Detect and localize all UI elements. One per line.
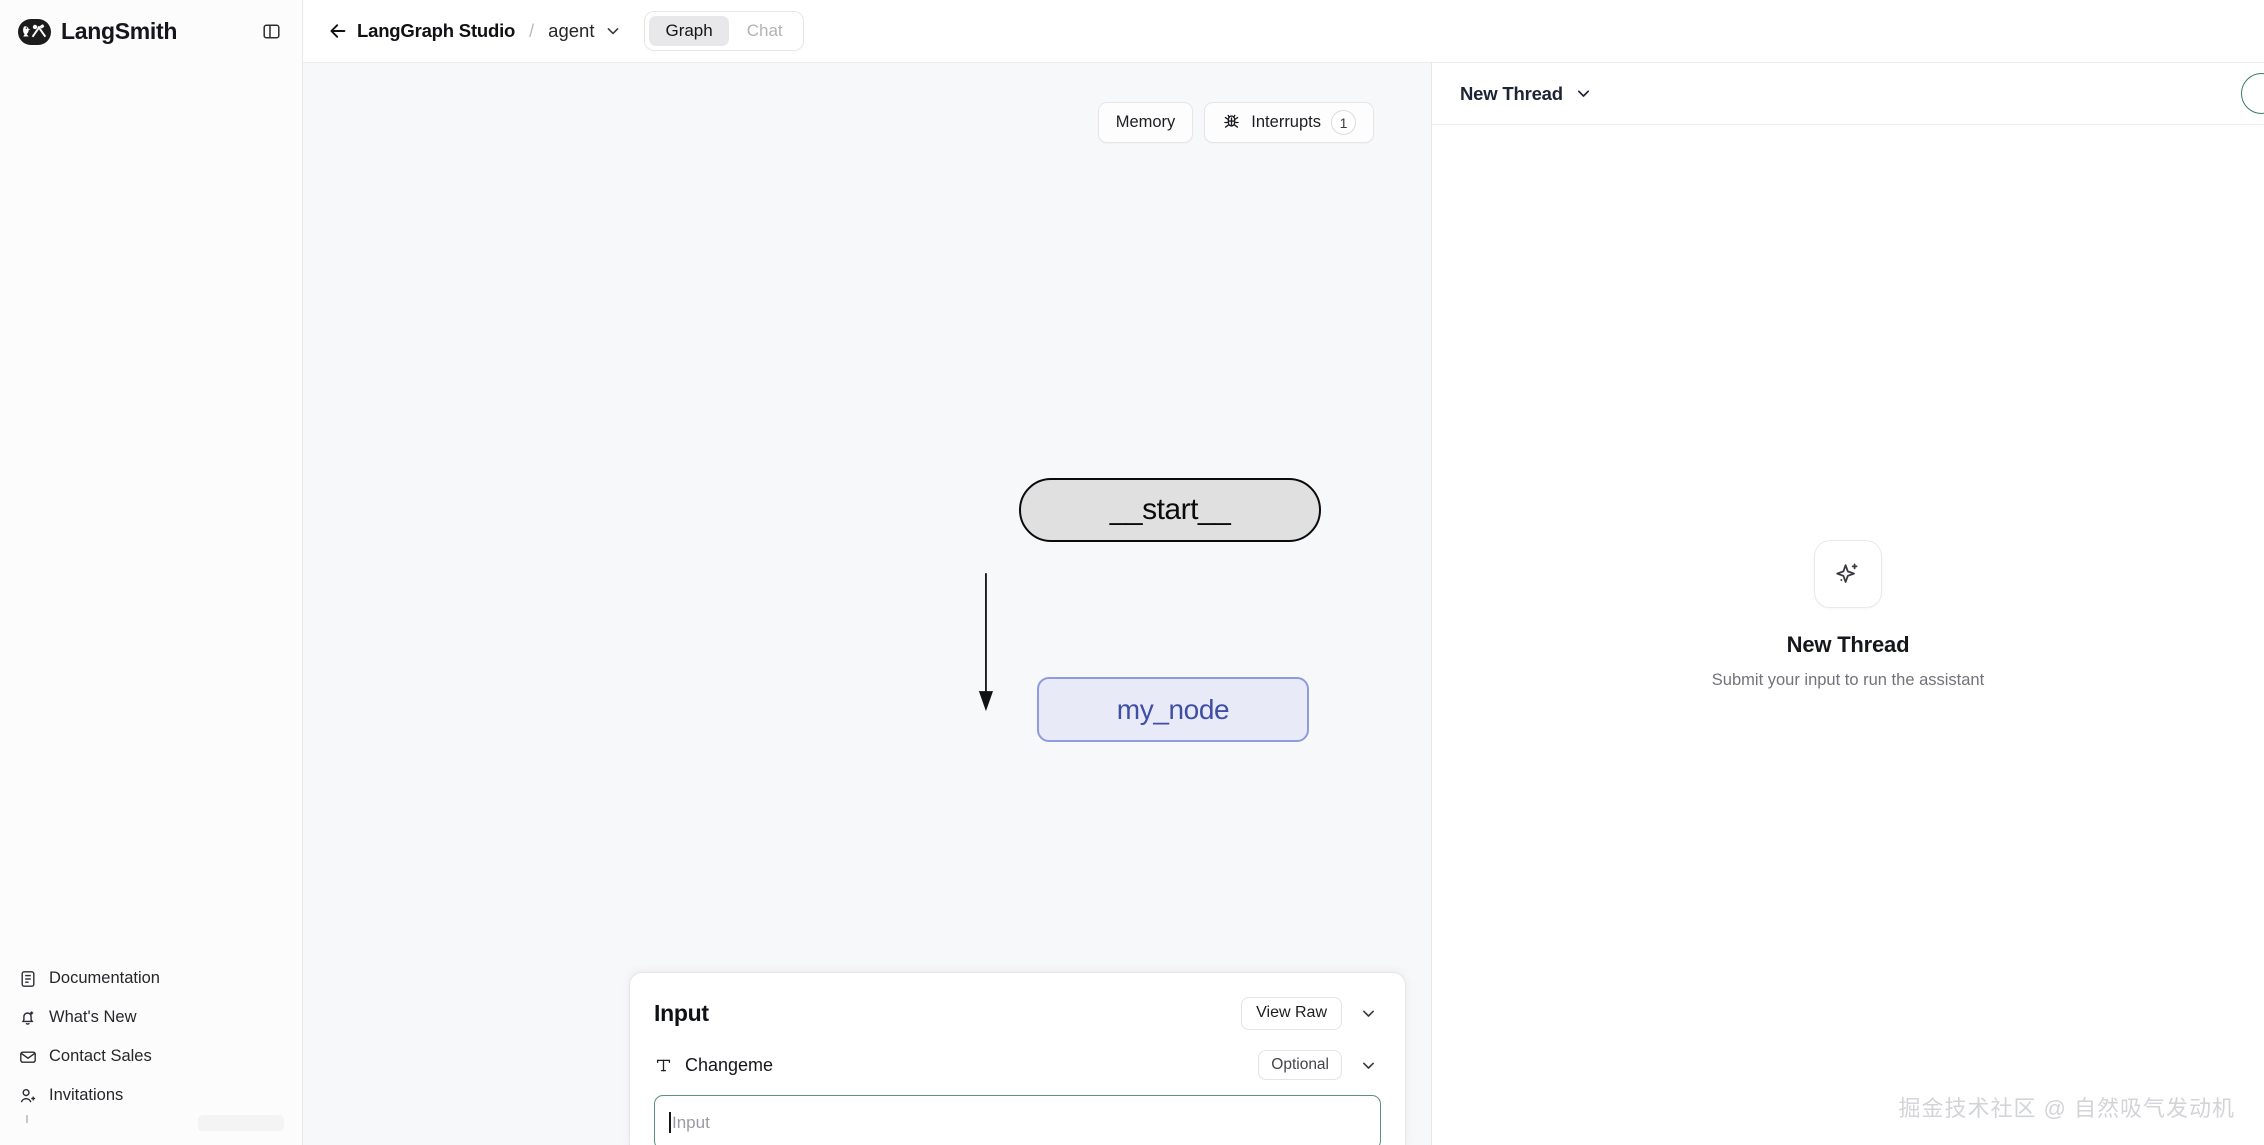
sidebar-header: LangSmith <box>0 0 302 63</box>
sidebar-item-documentation[interactable]: Documentation <box>0 959 302 998</box>
graph-toolbar: Memory <box>1097 102 1374 143</box>
document-icon <box>18 969 37 988</box>
sparkles-icon <box>1814 540 1882 608</box>
langsmith-logo <box>18 18 51 45</box>
memory-button[interactable]: Memory <box>1097 102 1194 143</box>
tab-graph[interactable]: Graph <box>649 16 729 46</box>
interrupts-button[interactable]: Interrupts 1 <box>1204 102 1374 143</box>
input-field-chevron-down-icon[interactable] <box>1355 1052 1381 1078</box>
bug-icon <box>1222 113 1241 132</box>
breadcrumb-langgraph-studio[interactable]: LangGraph Studio <box>357 20 516 41</box>
sidebar-spacer <box>0 63 302 959</box>
sidebar-item-label: Documentation <box>49 969 160 987</box>
thread-empty-title: New Thread <box>1786 632 1910 657</box>
sidebar-item-whats-new[interactable]: What's New <box>0 998 302 1037</box>
thread-pane: New Thread <box>1432 63 2264 1145</box>
thread-empty-subtitle: Submit your input to run the assistant <box>1711 671 1985 689</box>
text-type-icon <box>654 1056 673 1075</box>
thread-action-circle-button[interactable] <box>2241 73 2264 114</box>
bell-plus-icon <box>18 1008 37 1027</box>
interrupts-button-label: Interrupts <box>1251 113 1321 131</box>
content-row: Memory <box>303 63 2264 1145</box>
input-field-label-group: Changeme <box>654 1055 773 1076</box>
breadcrumb-separator: / <box>529 20 535 41</box>
partial-icon <box>18 1115 37 1131</box>
memory-button-label: Memory <box>1115 113 1176 131</box>
sidebar-item-label: Invitations <box>49 1086 124 1104</box>
view-mode-tabs: Graph Chat <box>644 11 804 51</box>
topbar: LangGraph Studio / agent Graph Chat <box>303 0 2264 63</box>
input-field-header: Changeme Optional <box>654 1045 1381 1085</box>
graph-node-start[interactable]: __start__ <box>1019 478 1321 542</box>
changeme-input-placeholder: Input <box>672 1112 710 1132</box>
panel-collapse-icon[interactable] <box>256 17 286 47</box>
sidebar-footer-nav: Documentation What's New <box>0 959 302 1145</box>
input-panel-title: Input <box>654 999 709 1026</box>
envelope-icon <box>18 1047 37 1066</box>
input-panel-actions: View Raw <box>1241 996 1381 1030</box>
optional-badge[interactable]: Optional <box>1258 1050 1342 1080</box>
input-field-label: Changeme <box>685 1054 774 1075</box>
input-field-actions: Optional <box>1258 1050 1381 1080</box>
thread-selector-label: New Thread <box>1460 82 1563 104</box>
sidebar-item-contact-sales[interactable]: Contact Sales <box>0 1037 302 1076</box>
sidebar-item-partial[interactable] <box>0 1115 302 1131</box>
brand-name: LangSmith <box>61 18 178 44</box>
sidebar-item-label: Contact Sales <box>49 1047 152 1065</box>
partial-chip <box>198 1115 284 1131</box>
tab-chat[interactable]: Chat <box>746 21 783 40</box>
text-cursor <box>669 1112 671 1133</box>
arrow-left-icon[interactable] <box>325 18 351 44</box>
input-panel-header: Input View Raw <box>654 995 1381 1031</box>
sidebar-item-label: What's New <box>49 1008 137 1026</box>
sidebar-item-invitations[interactable]: Invitations <box>0 1076 302 1115</box>
sidebar: LangSmith Documentatio <box>0 0 303 1145</box>
changeme-input[interactable]: Input <box>654 1095 1381 1145</box>
thread-empty-state: New Thread Submit your input to run the … <box>1432 125 2264 1145</box>
interrupts-count-badge: 1 <box>1331 110 1356 135</box>
thread-toolbar: New Thread <box>1432 63 2264 125</box>
thread-selector[interactable]: New Thread <box>1460 83 1593 105</box>
graph-node-my-node[interactable]: my_node <box>1037 677 1309 742</box>
chevron-down-icon[interactable] <box>604 22 622 40</box>
user-plus-icon <box>18 1086 37 1105</box>
chevron-down-icon <box>1574 84 1593 103</box>
graph-node-label: my_node <box>1116 693 1230 725</box>
graph-canvas[interactable]: Memory <box>303 63 1431 1145</box>
view-raw-button[interactable]: View Raw <box>1241 996 1342 1030</box>
breadcrumb-graph-agent[interactable]: agent <box>548 20 595 41</box>
main-column: LangGraph Studio / agent Graph Chat Memo <box>303 0 2264 1145</box>
graph-node-label: __start__ <box>1109 493 1231 526</box>
input-panel: Input View Raw <box>629 972 1406 1145</box>
input-panel-collapse-chevron-down-icon[interactable] <box>1355 1000 1381 1026</box>
graph-pane: Memory <box>303 63 1432 1145</box>
